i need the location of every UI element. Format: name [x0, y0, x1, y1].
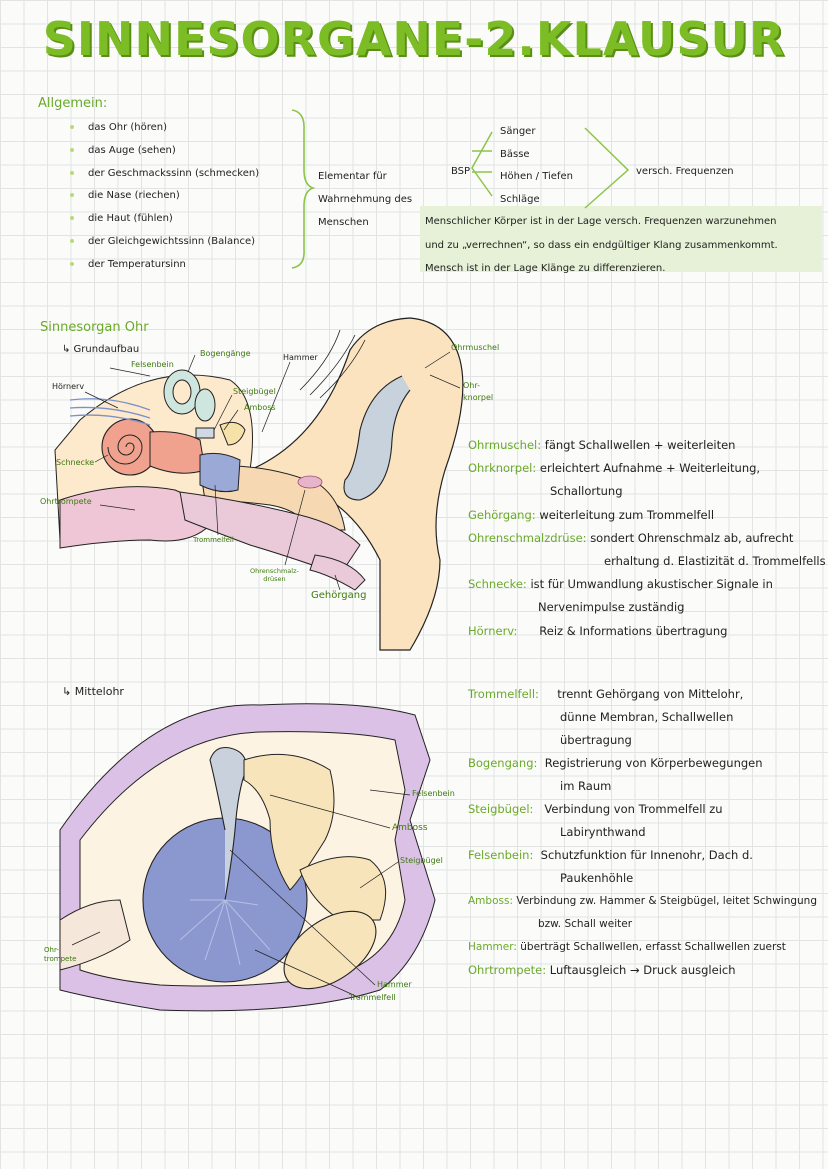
- senses-list: das Ohr (hören) das Auge (sehen) der Ges…: [70, 117, 259, 277]
- elementar-text: Elementar für Wahrnehmung des Menschen: [318, 171, 413, 228]
- bracket-right-icon: [584, 127, 630, 209]
- label-ohrtrompete: Ohrtrompete: [40, 497, 92, 506]
- label-amboss: Amboss: [244, 403, 276, 412]
- definition-row: Bogengang: Registrierung von Körperbeweg…: [468, 756, 763, 770]
- label-felsenbein: Felsenbein: [131, 360, 174, 369]
- ohr-definitions: Ohrmuschel: fängt Schallwellen + weiterl…: [468, 434, 826, 643]
- list-item: die Nase (riechen): [70, 185, 259, 208]
- definition-row: Ohrknorpel: erleichtert Aufnahme + Weite…: [468, 461, 761, 476]
- label-ohrmuschel: Ohrmuschel: [451, 343, 500, 352]
- label-schnecke: Schnecke: [56, 458, 95, 467]
- list-item: der Gleichgewichtssinn (Balance): [70, 231, 259, 254]
- list-item: das Ohr (hören): [70, 117, 259, 140]
- label-hoernerv: Hörnerv: [52, 382, 85, 391]
- bsp-list: Sänger Bässe Höhen / Tiefen Schläge: [500, 126, 573, 205]
- label-hammer: Hammer: [283, 353, 318, 362]
- bsp-label: BSP: [451, 166, 471, 177]
- note-text: Menschlicher Körper ist in der Lage vers…: [425, 216, 778, 274]
- label-steigbuegel: Steigbügel: [233, 387, 276, 396]
- label-trommelfell: Trommelfell: [193, 536, 234, 544]
- label-bogengaenge: Bogengänge: [200, 349, 251, 358]
- definition-row: Schallortung: [550, 484, 623, 499]
- label-steigbuegel-2: Steigbügel: [400, 856, 443, 865]
- frequenzen-label: versch. Frequenzen: [636, 166, 734, 177]
- definition-row: erhaltung d. Elastizität d. Trommelfells: [604, 554, 826, 569]
- definition-row: bzw. Schall weiter: [538, 918, 633, 930]
- middle-ear-diagram: [59, 703, 436, 1012]
- list-item: der Temperatursinn: [70, 254, 259, 277]
- label-felsenbein-2: Felsenbein: [412, 789, 455, 798]
- label-trommelfell-2: Trommelfell: [349, 993, 396, 1002]
- definition-row: Ohrtrompete: Luftausgleich → Druck ausgl…: [468, 963, 736, 977]
- definition-row: Trommelfell: trennt Gehörgang von Mittel…: [468, 687, 744, 701]
- list-item: die Haut (fühlen): [70, 208, 259, 231]
- mittelohr-heading: ↳ Mittelohr: [62, 685, 124, 698]
- definition-row: Schnecke: ist für Umwandlung akustischer…: [468, 577, 773, 592]
- definition-row: übertragung: [560, 733, 632, 747]
- ear-diagram: [54, 317, 464, 651]
- definition-row: Nervenimpulse zuständig: [538, 600, 685, 615]
- label-hammer-2: Hammer: [377, 980, 412, 989]
- label-gehoergang: Gehörgang: [311, 590, 367, 601]
- bracket-left-icon: [471, 131, 493, 197]
- page-title: SINNESORGANE-2.KLAUSUR: [42, 12, 786, 66]
- definition-row: Labirynthwand: [560, 825, 646, 839]
- ohr-heading: Sinnesorgan Ohr: [40, 320, 149, 335]
- highlight-box: [420, 206, 822, 272]
- grundaufbau-label: ↳ Grundaufbau: [62, 344, 140, 355]
- list-item: das Auge (sehen): [70, 140, 259, 163]
- brace-icon: [291, 109, 316, 269]
- definition-row: Amboss: Verbindung zw. Hammer & Steigbüg…: [468, 895, 818, 907]
- mittelohr-definitions: Trommelfell: trennt Gehörgang von Mittel…: [468, 683, 817, 982]
- definition-row: dünne Membran, Schallwellen: [560, 710, 734, 724]
- definition-row: Hörnerv: Reiz & Informations übertragung: [468, 623, 728, 638]
- definition-row: Ohrenschmalzdrüse: sondert Ohrenschmalz …: [468, 530, 794, 545]
- definition-row: im Raum: [560, 779, 612, 793]
- definition-row: Steigbügel: Verbindung von Trommelfell z…: [468, 802, 723, 816]
- label-ohrknorpel: Ohr- knorpel: [463, 381, 494, 402]
- label-amboss-2: Amboss: [392, 823, 428, 833]
- definition-row: Hammer: überträgt Schallwellen, erfasst …: [468, 941, 786, 953]
- definition-row: Gehörgang: weiterleitung zum Trommelfell: [468, 507, 715, 522]
- label-ohrtrompete-2: Ohr- trompete: [44, 946, 77, 963]
- definition-row: Paukenhöhle: [560, 871, 634, 885]
- allgemein-heading: Allgemein:: [38, 96, 108, 111]
- definition-row: Felsenbein: Schutzfunktion für Innenohr,…: [468, 848, 753, 862]
- label-ohrenschmalzdruesen: Ohrenschmalz- drüsen: [250, 567, 299, 583]
- list-item: der Geschmackssinn (schmecken): [70, 163, 259, 186]
- definition-row: Ohrmuschel: fängt Schallwellen + weiterl…: [468, 438, 736, 452]
